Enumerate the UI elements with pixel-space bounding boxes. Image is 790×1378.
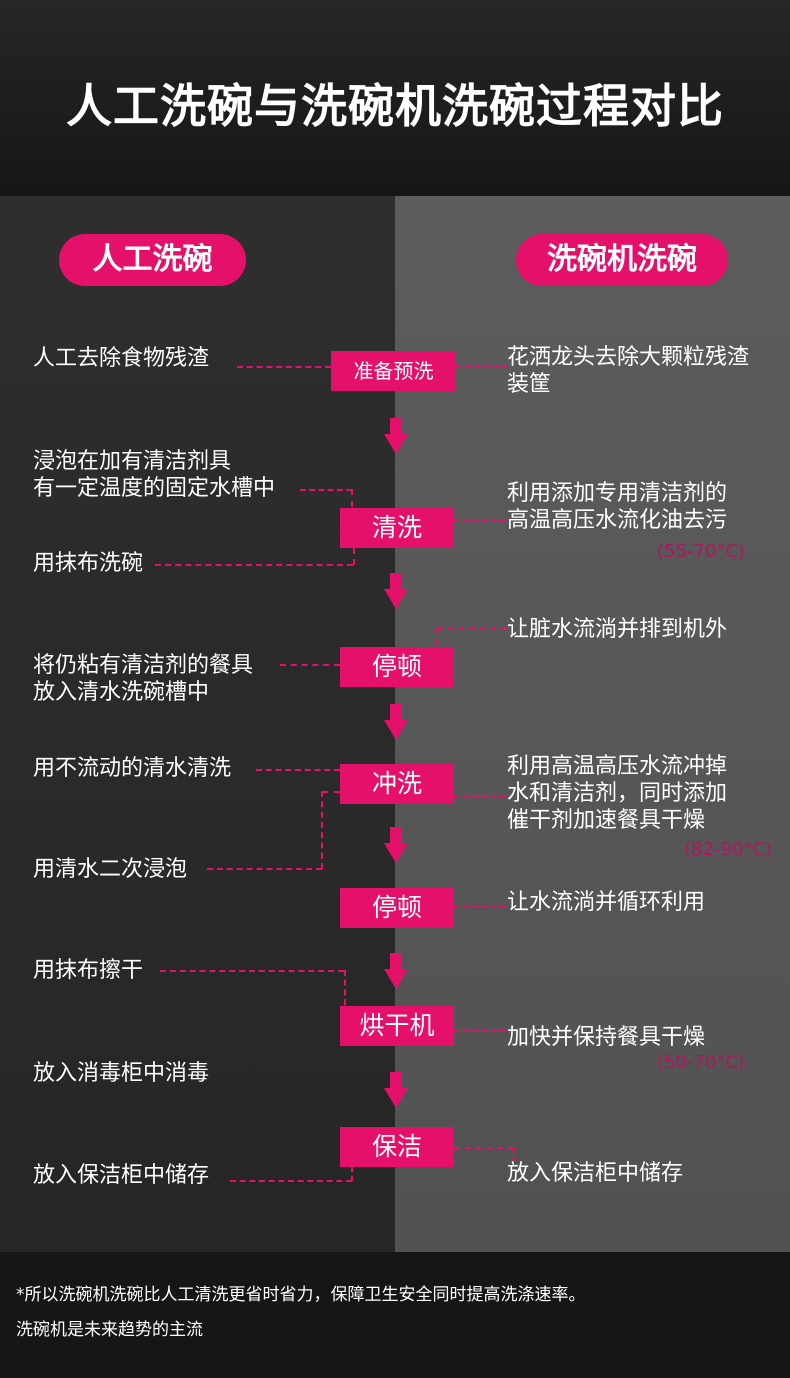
connector [321,791,323,869]
machine-text: 催干剂加速餐具干燥 [507,808,706,833]
manual-text: 放入清水洗碗槽中 [33,680,210,705]
machine-text: 利用高温高压水流冲掉 [507,754,728,779]
connector [353,548,355,565]
manual-text: 有一定温度的固定水槽中 [33,476,276,501]
down-arrow-icon [384,704,408,740]
machine-text: 让水流淌并循环利用 [507,890,706,915]
manual-text: 用抹布擦干 [33,958,144,983]
connector [256,769,340,771]
machine-text: 装筐 [507,372,552,397]
machine-text: 利用添加专用清洁剂的 [507,481,728,506]
temperature-label: (50-70°C) [657,1052,745,1073]
step-pause-1: 停顿 [340,647,454,687]
connector [351,1167,353,1181]
connector [513,1147,515,1162]
step-dry: 烘干机 [340,1006,454,1046]
manual-text: 放入保洁柜中储存 [33,1163,210,1188]
header: 人工洗碗与洗碗机洗碗过程对比 [0,0,790,196]
machine-text: 水和清洁剂，同时添加 [507,781,728,806]
footer-note: 洗碗机是未来趋势的主流 [16,1320,203,1340]
connector [351,489,353,507]
temperature-label: (82-90°C) [684,839,772,860]
page-title: 人工洗碗与洗碗机洗碗过程对比 [66,79,724,133]
connector [454,1147,514,1149]
machine-text: 花洒龙头去除大颗粒残渣 [507,345,750,370]
step-rinse: 冲洗 [340,764,454,804]
manual-panel [0,196,395,1252]
footer: *所以洗碗机洗碗比人工清洗更省时省力，保障卫生安全同时提高洗涤速率。 洗碗机是未… [0,1252,790,1378]
machine-text: 加快并保持餐具干燥 [507,1025,706,1050]
connector [436,628,438,646]
connector [456,366,508,368]
manual-text: 放入消毒柜中消毒 [33,1061,210,1086]
machine-panel [395,196,790,1252]
connector [437,628,507,630]
step-wash: 清洗 [340,508,454,548]
down-arrow-icon [384,953,408,989]
machine-text: 让脏水流淌并排到机外 [507,617,728,642]
machine-text: 放入保洁柜中储存 [507,1161,684,1186]
connector [300,489,352,491]
machine-text: 高温高压水流化油去污 [507,508,728,533]
footer-note: *所以洗碗机洗碗比人工清洗更省时省力，保障卫生安全同时提高洗涤速率。 [16,1285,586,1305]
connector [237,366,331,368]
step-prewash: 准备预洗 [331,351,456,391]
connector [160,970,344,972]
connector [454,906,506,908]
machine-heading: 洗碗机洗碗 [516,234,728,286]
temperature-label: (55-70°C) [657,541,745,562]
down-arrow-icon [384,573,408,609]
manual-text: 用清水二次浸泡 [33,857,188,882]
manual-text: 浸泡在加有清洁剂具 [33,449,232,474]
connector [322,791,340,793]
connector [454,1030,506,1032]
step-clean-storage: 保洁 [340,1127,454,1167]
manual-text: 将仍粘有清洁剂的餐具 [33,653,254,678]
manual-text: 人工去除食物残渣 [33,346,210,371]
manual-text: 用不流动的清水清洗 [33,756,232,781]
connector [344,970,346,1005]
step-pause-2: 停顿 [340,888,454,928]
connector [280,664,340,666]
connector [207,868,322,870]
connector [230,1180,352,1182]
down-arrow-icon [384,827,408,863]
connector [454,520,506,522]
manual-heading: 人工洗碗 [59,234,246,286]
down-arrow-icon [384,1072,408,1108]
connector [155,564,353,566]
down-arrow-icon [384,418,408,454]
connector [454,795,506,797]
manual-text: 用抹布洗碗 [33,551,144,576]
